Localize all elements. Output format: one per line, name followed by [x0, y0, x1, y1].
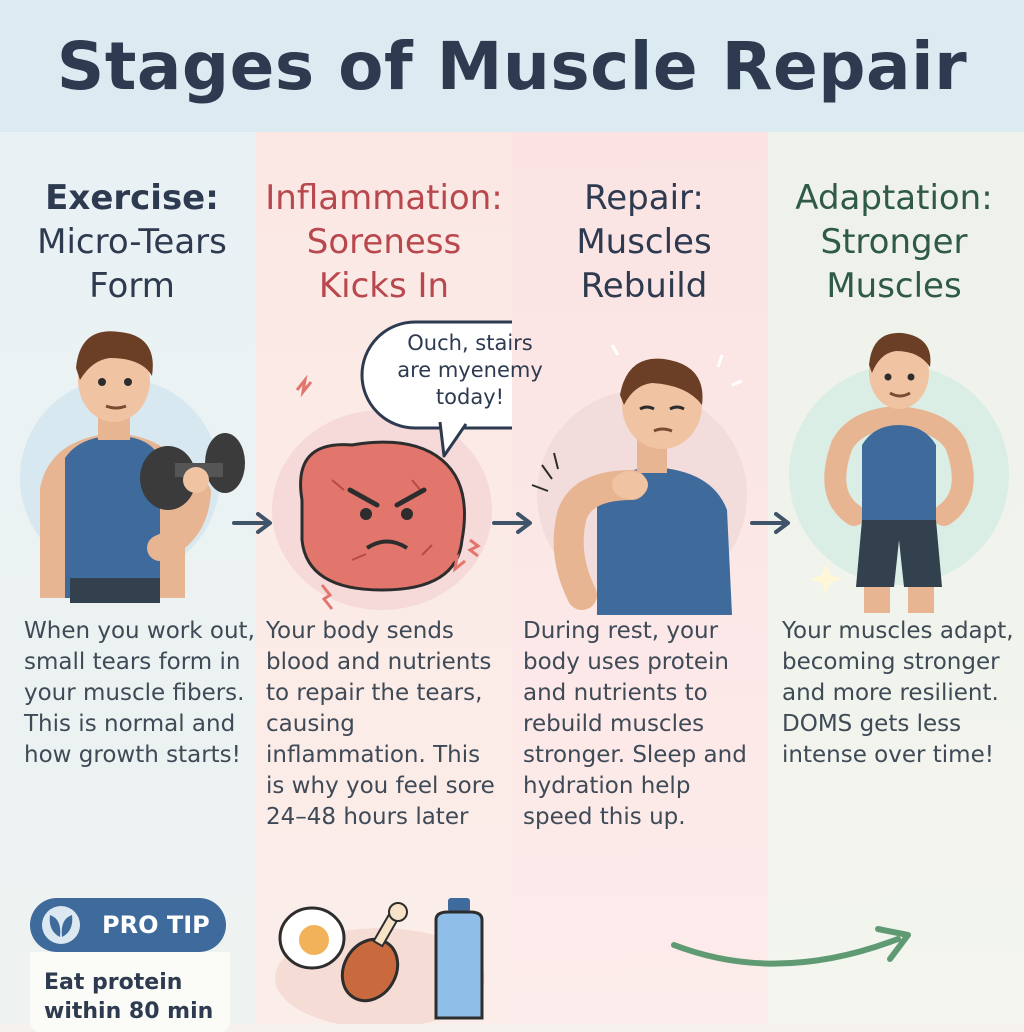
stage-subtitle: Form [89, 266, 175, 306]
header-band [0, 0, 1024, 132]
stage-subtitle: Muscles [826, 266, 962, 306]
speech-bubble-line: are myenemy [397, 358, 543, 382]
stage-subtitle: Kicks In [318, 266, 450, 306]
stage-heading-adaptation: Adaptation: Stronger Muscles [766, 176, 1022, 308]
repair-illustration [531, 344, 747, 615]
speech-bubble-line: Ouch, stairs [407, 331, 533, 355]
speech-bubble-line: today! [435, 385, 505, 409]
pro-tip-label: PRO TIP [102, 911, 210, 939]
stage-description-inflammation: Your body sends blood and nutrients to r… [266, 618, 495, 830]
stage-label: Adaptation: [795, 178, 993, 218]
pro-tip-badge: PRO TIP [30, 898, 226, 952]
stage-subtitle: Muscles [576, 222, 712, 262]
pro-tip-card [30, 952, 230, 1032]
stage-description-exercise: When you work out, small tears form in y… [24, 618, 255, 768]
stage-label: Repair: [584, 178, 704, 218]
stage-description-adaptation: Your muscles adapt, becoming stronger an… [782, 618, 1014, 768]
egg-icon [278, 906, 346, 970]
stage-label: Exercise: [45, 178, 219, 218]
food-icons-group [275, 898, 485, 1024]
water-bottle-icon [434, 898, 484, 1020]
stage-subtitle: Stronger [820, 222, 968, 262]
adaptation-illustration [789, 332, 1009, 613]
arrow-right-icon [750, 512, 790, 534]
stage-subtitle: Soreness [306, 222, 462, 262]
page-title: Stages of Muscle Repair [56, 28, 968, 105]
stage-subtitle: Rebuild [580, 266, 708, 306]
chicken-leg-icon [340, 902, 408, 1003]
stage-subtitle: Micro-Tears [37, 222, 227, 262]
stage-label: Inflammation: [265, 178, 503, 218]
curved-arrow-icon [671, 926, 911, 967]
arrow-right-icon [232, 512, 272, 534]
stage-heading-exercise: Exercise: Micro-Tears Form [4, 176, 260, 308]
arrow-right-icon [492, 512, 532, 534]
exercise-illustration [20, 331, 245, 603]
inflammation-illustration [272, 320, 512, 610]
pro-tip-text: Eat protein within 80 min [44, 970, 214, 1024]
speech-bubble-text: Ouch, stairs are myenemy today! [372, 330, 568, 411]
stage-description-repair: During rest, your body uses protein and … [523, 618, 747, 830]
stage-heading-inflammation: Inflammation: Soreness Kicks In [256, 176, 512, 308]
leaf-icon [42, 906, 80, 944]
stage-heading-repair: Repair: Muscles Rebuild [516, 176, 772, 308]
